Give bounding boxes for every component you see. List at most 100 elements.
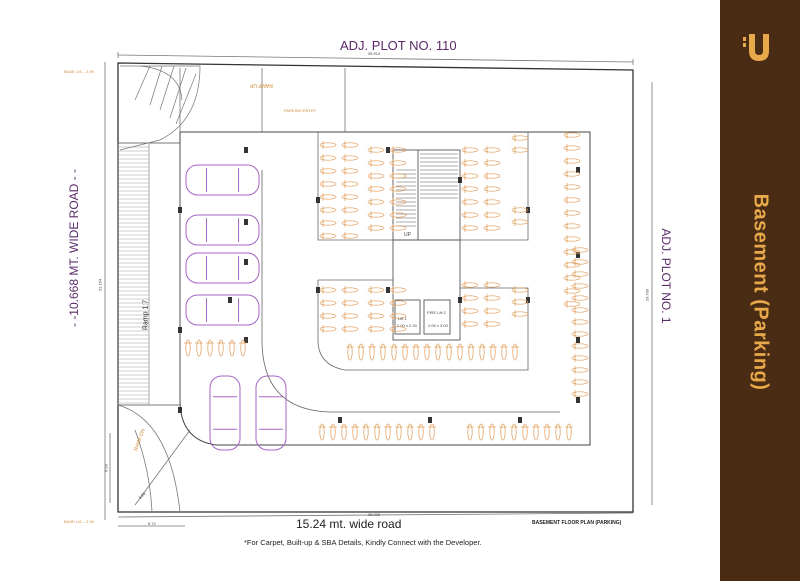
bike-body [571, 307, 589, 313]
structural-column [428, 417, 432, 423]
bike-parking-slot [367, 172, 385, 180]
bike-parking-slot [483, 224, 501, 232]
bike-parking-slot [483, 211, 501, 219]
bike-parking-slot [434, 343, 442, 361]
structural-column [576, 167, 580, 173]
bike-parking-slot [563, 157, 581, 165]
car-parking-slot [185, 164, 260, 196]
bike-body [563, 197, 581, 203]
bike-body [461, 308, 479, 314]
bike-body [563, 158, 581, 164]
bike-parking-slot [423, 343, 431, 361]
bike-body [185, 339, 191, 357]
structural-column [178, 407, 182, 413]
bike-parking-slot [319, 312, 337, 320]
bike-parking-slot [511, 218, 529, 226]
bike-parking-slot [483, 159, 501, 167]
structural-column [518, 417, 522, 423]
bike-body [435, 343, 441, 361]
bike-parking-slot [367, 224, 385, 232]
bike-parking-slot [319, 286, 337, 294]
car-parking-slot [185, 294, 260, 326]
bike-body [367, 186, 385, 192]
car-body [255, 375, 287, 451]
bike-parking-slot [511, 206, 529, 214]
level-top: BASE LVL - 2.90 [64, 69, 94, 74]
bike-body [341, 168, 359, 174]
bike-parking-slot [341, 154, 359, 162]
structural-column [244, 147, 248, 153]
adjacent-plot-right-label: ADJ. PLOT NO. 1 [659, 228, 673, 324]
bike-body [319, 300, 337, 306]
bike-body [511, 287, 529, 293]
structural-column [526, 297, 530, 303]
bike-body [571, 343, 589, 349]
bike-body [478, 423, 484, 441]
bike-body [461, 225, 479, 231]
bike-body [229, 339, 235, 357]
bike-body [367, 173, 385, 179]
dimension-left: 31.164 [97, 278, 103, 292]
bike-body [512, 343, 518, 361]
bike-parking-slot [351, 423, 359, 441]
bike-body [380, 343, 386, 361]
bike-parking-slot [367, 211, 385, 219]
bike-body [341, 142, 359, 148]
structural-column [316, 287, 320, 293]
bike-body [563, 288, 581, 294]
bike-parking-slot [340, 423, 348, 441]
structural-column [386, 147, 390, 153]
bottom-road-label: 15.24 mt. wide road [296, 517, 402, 531]
bike-parking-slot [319, 232, 337, 240]
bike-parking-slot [319, 167, 337, 175]
bike-parking-slot [461, 198, 479, 206]
lift-2-label: FIRE Lift 2 [427, 310, 446, 315]
bike-body [319, 207, 337, 213]
bike-parking-slot [461, 307, 479, 315]
bike-parking-slot [511, 134, 529, 142]
bike-body [330, 423, 336, 441]
structural-column [244, 219, 248, 225]
bike-body [369, 343, 375, 361]
bike-body [563, 236, 581, 242]
bike-parking-slot [341, 180, 359, 188]
bike-body [571, 367, 589, 373]
structural-column [178, 327, 182, 333]
bike-body [240, 339, 246, 357]
footnote: *For Carpet, Built-up & SBA Details, Kin… [244, 538, 482, 547]
bike-parking-slot [483, 294, 501, 302]
bike-body [389, 326, 407, 332]
bike-parking-slot [362, 423, 370, 441]
bike-parking-slot [563, 222, 581, 230]
bike-body [511, 219, 529, 225]
bike-body [413, 343, 419, 361]
car-parking-slot [209, 375, 241, 451]
bike-body [367, 160, 385, 166]
bike-parking-slot [389, 159, 407, 167]
bike-body [489, 423, 495, 441]
bike-body [319, 326, 337, 332]
brand-logo-icon [743, 34, 769, 61]
bike-parking-slot [456, 343, 464, 361]
bike-body [367, 199, 385, 205]
stair-up-label: UP [404, 232, 411, 238]
bike-parking-slot [319, 141, 337, 149]
bike-body [429, 423, 435, 441]
bike-parking-slot [571, 318, 589, 326]
ramp-label: Ramp 1:7 [142, 299, 150, 331]
bike-parking-slot [390, 343, 398, 361]
bike-body [391, 343, 397, 361]
structural-column [178, 207, 182, 213]
bike-body [563, 132, 581, 138]
bike-body [501, 343, 507, 361]
bike-parking-slot [461, 294, 479, 302]
bike-body [566, 423, 572, 441]
bike-body [511, 147, 529, 153]
bike-parking-slot [499, 423, 507, 441]
lift-1-size: 2.00 x 2.30 [397, 323, 417, 328]
bike-parking-slot [461, 211, 479, 219]
bike-parking-slot [389, 325, 407, 333]
bike-body [500, 423, 506, 441]
bike-parking-slot [466, 423, 474, 441]
bike-body [511, 207, 529, 213]
